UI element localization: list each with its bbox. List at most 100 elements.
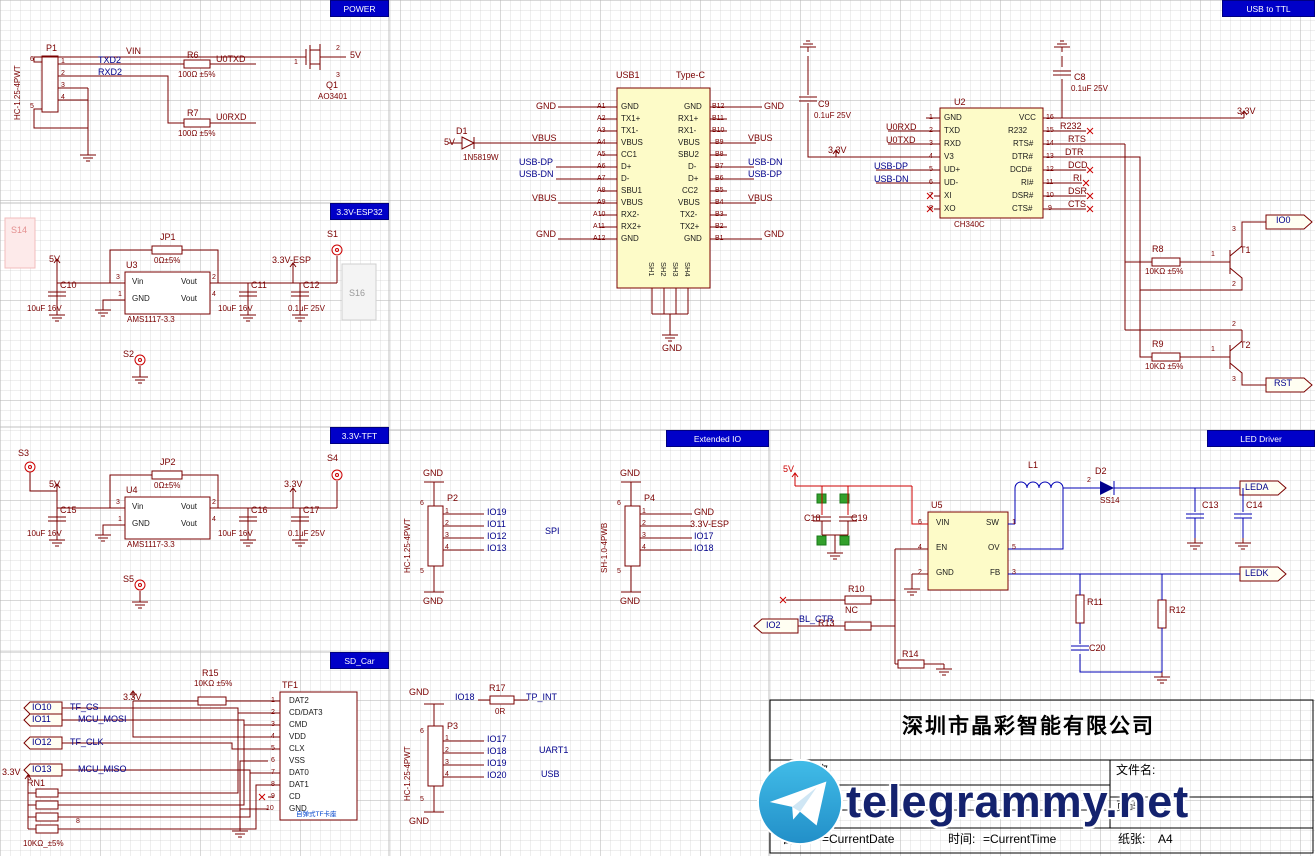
- resistors: [35, 59, 1181, 834]
- usb1-r-gnd1: GND: [684, 102, 702, 111]
- gnd-p3-bot: GND: [409, 816, 429, 826]
- u3-pin1: 1: [118, 291, 122, 298]
- usb1-r-tx2n: TX2-: [680, 210, 698, 219]
- ledk-port: [1239, 566, 1287, 582]
- net-33v-rn: 3.3V: [2, 767, 21, 777]
- u2-r-r232: R232: [1008, 126, 1028, 135]
- r9-ref: R9: [1152, 339, 1164, 349]
- usb1-a12: A12: [593, 235, 606, 242]
- c9-ref: C9: [818, 99, 830, 109]
- c13-ref: C13: [1202, 500, 1219, 510]
- usb1-l-vbus1: VBUS: [621, 138, 643, 147]
- c15-val: 10uF 16V: [27, 529, 62, 538]
- net-usbdn2: USB-DN: [874, 174, 909, 184]
- s14-pad: [4, 217, 36, 269]
- u2-r-ri: RI#: [1021, 178, 1034, 187]
- u2-p16: 16: [1046, 114, 1054, 121]
- net-33v-ch: 3.3V: [1237, 106, 1256, 116]
- net-33v-sd: 3.3V: [123, 692, 142, 702]
- t2-ref: T2: [1240, 340, 1251, 350]
- c17-val: 0.1uF 25V: [288, 529, 325, 538]
- u2-l-txd: TXD: [944, 126, 960, 135]
- tab-power[interactable]: POWER: [330, 0, 389, 17]
- u4-pin1: 1: [118, 516, 122, 523]
- tab-extio[interactable]: Extended IO: [666, 430, 769, 447]
- io10-port: [23, 701, 63, 715]
- p4-pin4: 4: [642, 544, 646, 551]
- net-io19: IO19: [487, 507, 507, 517]
- c18-ref: C18: [804, 513, 821, 523]
- net-33v-c9: 3.3V: [828, 145, 847, 155]
- s4-ref: S4: [327, 453, 339, 463]
- s2-ref: S2: [123, 349, 135, 359]
- tf1-cddat3: CD/DAT3: [289, 708, 323, 717]
- r11-ref: R11: [1087, 597, 1103, 607]
- r17-ref: R17: [489, 683, 506, 693]
- port-io13: IO13: [32, 764, 52, 774]
- p1-pin6: 6: [30, 56, 34, 63]
- usb1-a9: A9: [597, 199, 606, 206]
- p2-pin2: 2: [445, 520, 449, 527]
- tab-usb-ttl[interactable]: USB to TTL: [1222, 0, 1315, 17]
- u5-ref: U5: [931, 500, 943, 510]
- u4-gnd: GND: [132, 519, 150, 528]
- net-vbus-ul1: VBUS: [532, 133, 557, 143]
- u2-val: CH340C: [954, 220, 985, 229]
- u2-p14: 14: [1046, 140, 1054, 147]
- r14-ref: R14: [902, 649, 919, 659]
- tab-esp32[interactable]: 3.3V-ESP32: [330, 203, 389, 220]
- u2-p10: 10: [1046, 192, 1054, 199]
- usb1-a10: A10: [593, 211, 606, 218]
- usb1-l-vbus2: VBUS: [621, 198, 643, 207]
- s16-ref: S16: [349, 288, 366, 298]
- tab-sdcar[interactable]: SD_Car: [330, 652, 389, 669]
- tf1-dat0: DAT0: [289, 768, 309, 777]
- net-gnd-lr: GND: [764, 229, 784, 239]
- r8-ref: R8: [1152, 244, 1164, 254]
- c8-ref: C8: [1074, 72, 1086, 82]
- usb1-r-cc2: CC2: [682, 186, 699, 195]
- tab-tft[interactable]: 3.3V-TFT: [330, 427, 389, 444]
- net-usbdp-r: USB-DP: [748, 169, 783, 179]
- net-gnd-ll: GND: [536, 229, 556, 239]
- usb1-sh3: SH3: [671, 262, 680, 277]
- watermark: telegrammy.net: [756, 748, 1315, 856]
- u2-l-xo: XO: [944, 204, 956, 213]
- u4-val: AMS1117-3.3: [127, 540, 175, 549]
- tab-led[interactable]: LED Driver: [1207, 430, 1315, 447]
- usb1-sh1: SH1: [647, 262, 656, 277]
- p1-pin2: 2: [61, 70, 65, 77]
- port-rst: RST: [1274, 378, 1292, 388]
- q1-pin2: 2: [336, 45, 340, 52]
- tf1-cd: CD: [289, 792, 301, 801]
- p2-ref: P2: [447, 493, 459, 503]
- usb1-typec-ic: [616, 87, 711, 289]
- u2-p13: 13: [1046, 153, 1054, 160]
- net-5v-power: 5V: [350, 50, 362, 60]
- c10-ref: C10: [60, 280, 77, 290]
- usb1-r-dn: D-: [688, 162, 697, 171]
- d1-ref: D1: [456, 126, 468, 136]
- c17-ref: C17: [303, 505, 320, 515]
- tb-filename: 文件名:: [1116, 763, 1156, 777]
- net-usbdp2: USB-DP: [874, 161, 909, 171]
- p1-ref: P1: [46, 43, 58, 53]
- t1-pin2: 2: [1232, 281, 1236, 288]
- net-cts: CTS: [1068, 199, 1086, 209]
- net-5v-esp: 5V: [49, 254, 61, 264]
- tf1-ref: TF1: [282, 680, 299, 690]
- d2-val: SS14: [1100, 496, 1120, 505]
- net-io17b: IO17: [487, 734, 507, 744]
- usb1-ref: USB1: [616, 70, 640, 80]
- net-5v-led: 5V: [783, 464, 795, 474]
- leda-port: [1239, 480, 1287, 496]
- u3-pin2: 2: [212, 274, 216, 281]
- component-bodies[interactable]: [4, 55, 1313, 834]
- tf1-p3: 3: [271, 721, 275, 728]
- net-33vesp-p4: 3.3V-ESP: [690, 519, 730, 529]
- port-ledk: LEDK: [1245, 568, 1269, 578]
- d1-val: 1N5819W: [463, 153, 499, 162]
- usb1-l-gnd1: GND: [621, 102, 639, 111]
